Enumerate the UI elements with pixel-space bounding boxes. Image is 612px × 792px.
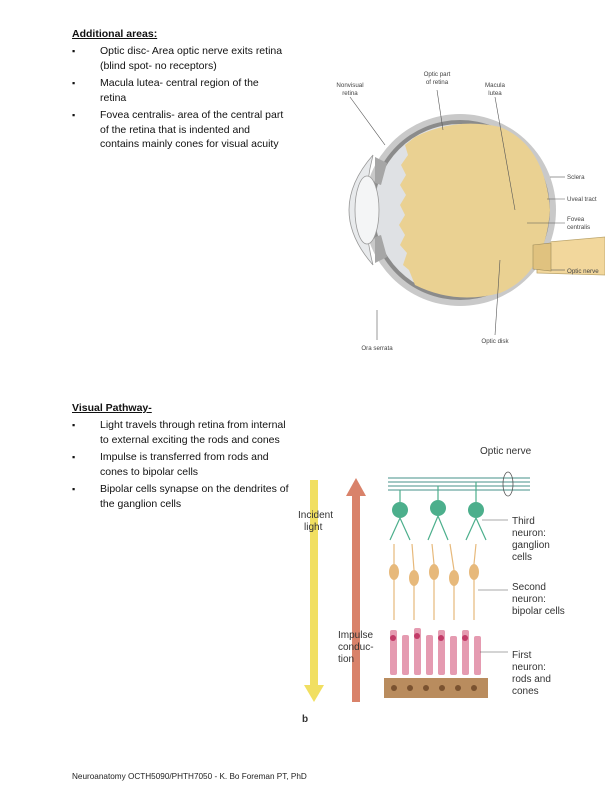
label-third-neuron: ganglion [512, 540, 550, 551]
label-second-neuron: Second [512, 582, 546, 593]
ganglion-cells [392, 500, 484, 518]
bullet-icon: ▪ [72, 78, 76, 88]
lens-shape [354, 175, 380, 245]
label-optic-nerve: Optic nerve [567, 268, 599, 275]
label-optic-part-retina: of retina [426, 79, 449, 86]
label-optic-nerve: Optic nerve [480, 446, 532, 457]
label-macula-lutea: Macula [485, 82, 506, 89]
label-ora-serrata: Ora serrata [361, 345, 393, 352]
item-text: Light travels through retina from intern… [100, 419, 286, 431]
item-text: contains mainly cones for visual acuity [100, 138, 279, 150]
item-text: Optic disc- Area optic nerve exits retin… [100, 45, 283, 57]
label-impulse-conduction: Impulse [338, 630, 373, 641]
label-fovea-centralis: centralis [567, 224, 590, 231]
label-incident-light: light [304, 522, 323, 533]
optic-disk-shape [532, 242, 552, 272]
pigment-epithelium [384, 678, 488, 698]
label-uveal-tract: Uveal tract [567, 196, 597, 203]
item-text: Bipolar cells synapse on the dendrites o… [100, 483, 289, 495]
ciliary-body-shape [375, 157, 387, 263]
label-optic-part-retina: Optic part [424, 71, 451, 78]
impulse-arrow-icon [346, 478, 366, 496]
incident-light-arrow-icon [304, 685, 324, 702]
label-second-neuron: neuron: [512, 594, 546, 605]
panel-letter: b [302, 714, 308, 725]
item-text: Impulse is transferred from rods and [100, 451, 269, 463]
item-text: cones to bipolar cells [100, 465, 199, 478]
bullet-icon: ▪ [72, 110, 76, 120]
additional-areas-list: ▪ Optic disc- Area optic nerve exits ret… [72, 44, 312, 155]
label-impulse-conduction: tion [338, 654, 354, 665]
visual-pathway-title: Visual Pathway- [72, 402, 152, 414]
label-third-neuron: cells [512, 552, 532, 563]
item-text: Fovea centralis- area of the central par… [100, 109, 284, 121]
list-item: ▪ Fovea centralis- area of the central p… [72, 108, 312, 152]
label-nonvisual-retina: retina [342, 90, 358, 97]
optic-retina-shape [399, 123, 550, 298]
page-footer: Neuroanatomy OCTH5090/PHTH7050 - K. Bo F… [72, 772, 307, 781]
item-text: to external exciting the rods and cones [100, 433, 280, 446]
label-third-neuron: Third [512, 516, 535, 527]
item-text: retina [100, 91, 127, 104]
item-text: of the retina that is indented and [100, 123, 251, 136]
list-item: ▪ Impulse is transferred from rods and c… [72, 450, 312, 479]
label-impulse-conduction: conduc- [338, 642, 374, 653]
rods-and-cones [390, 628, 481, 675]
item-text: the ganglion cells [100, 497, 182, 510]
label-first-neuron: cones [512, 686, 539, 697]
label-fovea-centralis: Fovea [567, 216, 585, 223]
visual-pathway-list: ▪ Light travels through retina from inte… [72, 418, 312, 514]
label-first-neuron: First [512, 650, 532, 661]
label-first-neuron: neuron: [512, 662, 546, 673]
item-text: Macula lutea- central region of the [100, 77, 259, 89]
label-nonvisual-retina: Nonvisual [336, 82, 363, 89]
list-item: ▪ Bipolar cells synapse on the dendrites… [72, 482, 312, 511]
list-item: ▪ Macula lutea- central region of the re… [72, 76, 312, 105]
label-incident-light: Incident [298, 510, 333, 521]
label-macula-lutea: lutea [488, 90, 502, 97]
bullet-icon: ▪ [72, 420, 76, 430]
eye-anatomy-figure: Nonvisual retina Optic part of retina Ma… [336, 71, 605, 352]
bullet-icon: ▪ [72, 484, 76, 494]
label-third-neuron: neuron: [512, 528, 546, 539]
label-optic-disk: Optic disk [481, 338, 509, 345]
bullet-icon: ▪ [72, 46, 76, 56]
bullet-icon: ▪ [72, 452, 76, 462]
item-text: (blind spot- no receptors) [100, 59, 217, 72]
additional-areas-title: Additional areas: [72, 28, 158, 40]
label-second-neuron: bipolar cells [512, 606, 565, 617]
list-item: ▪ Optic disc- Area optic nerve exits ret… [72, 44, 312, 73]
label-first-neuron: rods and [512, 674, 551, 685]
retina-layers-figure: Optic nerve Incident light Impulse condu… [298, 446, 565, 725]
label-sclera: Sclera [567, 174, 585, 181]
list-item: ▪ Light travels through retina from inte… [72, 418, 312, 447]
bipolar-cells [389, 564, 479, 586]
